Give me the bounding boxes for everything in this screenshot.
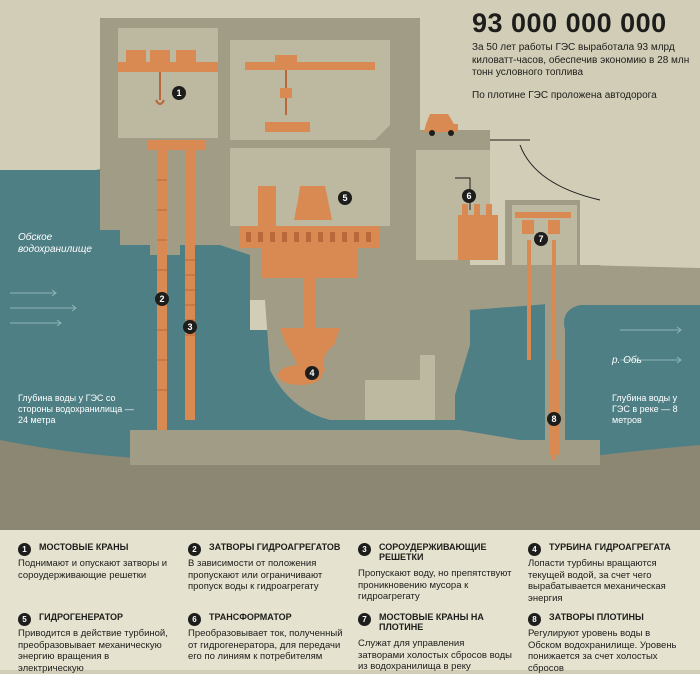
legend-description: Служат для управления затворами холостых… (358, 638, 512, 672)
depth-downstream-label: Глубина воды у ГЭС в реке — 8 метров (612, 393, 678, 425)
legend-number: 4 (528, 543, 541, 556)
legend-title: ГИДРОГЕНЕРАТОР (39, 612, 124, 622)
legend-number: 2 (188, 543, 201, 556)
legend-title: ЗАТВОРЫ ПЛОТИНЫ (549, 612, 644, 622)
legend-title: МОСТОВЫЕ КРАНЫ НА ПЛОТИНЕ (379, 612, 484, 632)
marker-6: 6 (462, 189, 476, 203)
depth-upstream-label: Глубина воды у ГЭС со стороны водохранил… (18, 393, 134, 425)
marker-7: 7 (534, 232, 548, 246)
car-shape (424, 114, 458, 132)
legend-title: ТРАНСФОРМАТОР (209, 612, 292, 622)
marker-3: 3 (183, 320, 197, 334)
marker-5: 5 (338, 191, 352, 205)
legend-item-7: 7 МОСТОВЫЕ КРАНЫ НА ПЛОТИНЕ Служат для у… (358, 612, 513, 673)
legend-panel: 1 МОСТОВЫЕ КРАНЫ Поднимают и опускают за… (0, 530, 700, 674)
stat-text: За 50 лет работы ГЭС выработала 93 млрд … (472, 42, 690, 78)
legend-item-4: 4 ТУРБИНА ГИДРОАГРЕГАТА Лопасти турбины … (528, 542, 683, 604)
legend-title: ТУРБИНА ГИДРОАГРЕГАТА (549, 542, 671, 552)
legend-title: МОСТОВЫЕ КРАНЫ (39, 542, 129, 552)
river-label: р. Обь (612, 355, 642, 366)
legend-item-1: 1 МОСТОВЫЕ КРАНЫ Поднимают и опускают за… (18, 542, 173, 581)
turbine-shape (280, 328, 340, 384)
legend-number: 8 (528, 613, 541, 626)
hydro-plant-diagram: 93 000 000 000 За 50 лет работы ГЭС выра… (0, 8, 700, 530)
legend-title: ЗАТВОРЫ ГИДРОАГРЕГАТОВ (209, 542, 341, 552)
road-text: По плотине ГЭС проложена автодорога (472, 90, 657, 101)
marker-2: 2 (155, 292, 169, 306)
marker-8: 8 (547, 412, 561, 426)
legend-number: 7 (358, 613, 371, 626)
legend-number: 6 (188, 613, 201, 626)
legend-item-2: 2 ЗАТВОРЫ ГИДРОАГРЕГАТОВ В зависимости о… (188, 542, 343, 593)
big-number: 93 000 000 000 (472, 8, 667, 38)
legend-description: Пропускают воду, но препятствуют проникн… (358, 568, 512, 602)
crane-hall-left (118, 28, 218, 138)
legend-description: Приводится в действие турбиной, преобраз… (18, 628, 168, 674)
reservoir-label: Обское водохранилище (18, 232, 92, 255)
legend-title: СОРОУДЕРЖИВАЮЩИЕ РЕШЕТКИ (379, 542, 487, 562)
legend-description: Преобразовывает ток, полученный от гидро… (188, 628, 343, 662)
legend-number: 1 (18, 543, 31, 556)
marker-1: 1 (172, 86, 186, 100)
legend-item-3: 3 СОРОУДЕРЖИВАЮЩИЕ РЕШЕТКИ Пропускают во… (358, 542, 513, 603)
legend-description: Поднимают и опускают затворы и сороудерж… (18, 558, 168, 581)
legend-number: 5 (18, 613, 31, 626)
legend-item-6: 6 ТРАНСФОРМАТОР Преобразовывает ток, пол… (188, 612, 343, 663)
marker-4: 4 (305, 366, 319, 380)
legend-number: 3 (358, 543, 371, 556)
legend-item-8: 8 ЗАТВОРЫ ПЛОТИНЫ Регулируют уровень вод… (528, 612, 683, 674)
legend-description: Лопасти турбины вращаются текущей водой,… (528, 558, 666, 604)
legend-item-5: 5 ГИДРОГЕНЕРАТОР Приводится в действие т… (18, 612, 173, 674)
legend-description: В зависимости от положения пропускают ил… (188, 558, 323, 592)
legend-description: Регулируют уровень воды в Обском водохра… (528, 628, 677, 674)
